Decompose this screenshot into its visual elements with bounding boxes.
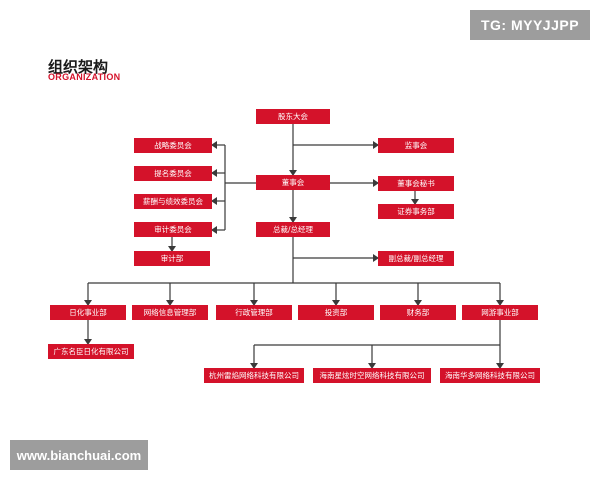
arrow-to-audit-committee — [211, 226, 217, 234]
arrow-to-audit-dept — [168, 246, 176, 252]
arrow-to-daily-chem — [84, 300, 92, 306]
node-vp: 副总裁/副总经理 — [378, 251, 454, 266]
node-hangzhou-company: 杭州雷焰网络科技有限公司 — [204, 368, 304, 383]
arrow-to-vp — [373, 254, 379, 262]
node-network-info-dept: 网络信息管理部 — [132, 305, 208, 320]
arrow-to-compensation — [211, 197, 217, 205]
arrow-to-securities — [411, 199, 419, 205]
node-online-games-division: 网游事业部 — [462, 305, 538, 320]
node-audit-committee: 审计委员会 — [134, 222, 212, 237]
node-ceo: 总裁/总经理 — [256, 222, 330, 237]
node-investment-dept: 投资部 — [298, 305, 374, 320]
arrow-to-hangzhou — [250, 363, 258, 369]
node-supervisors: 监事会 — [378, 138, 454, 153]
arrow-to-board — [289, 170, 297, 176]
node-nomination-committee: 提名委员会 — [134, 166, 212, 181]
node-hainan-huaduo-company: 海南华多网络科技有限公司 — [440, 368, 540, 383]
arrow-to-investment — [332, 300, 340, 306]
arrow-to-admin — [250, 300, 258, 306]
node-board-secretary: 董事会秘书 — [378, 176, 454, 191]
node-hainan-xingxian-company: 海南星炫时空网络科技有限公司 — [313, 368, 431, 383]
watermark-top: TG: MYYJJPP — [470, 10, 590, 40]
node-compensation-committee: 薪酬与绩效委员会 — [134, 194, 212, 209]
node-finance-dept: 财务部 — [380, 305, 456, 320]
arrow-to-board-secretary — [373, 179, 379, 187]
arrow-to-hainan-huaduo — [496, 363, 504, 369]
page-subtitle: ORGANIZATION — [48, 72, 121, 82]
node-securities: 证券事务部 — [378, 204, 454, 219]
arrow-to-hainan-xingxian — [368, 363, 376, 369]
arrow-to-online-games — [496, 300, 504, 306]
node-strategy-committee: 战略委员会 — [134, 138, 212, 153]
arrow-to-supervisors — [373, 141, 379, 149]
node-board: 董事会 — [256, 175, 330, 190]
node-shareholders: 股东大会 — [256, 109, 330, 124]
page-title: 组织架构 — [48, 58, 109, 76]
arrow-to-nomination — [211, 169, 217, 177]
watermark-bottom: www.bianchuai.com — [10, 440, 148, 470]
node-admin-dept: 行政管理部 — [216, 305, 292, 320]
node-daily-chem-division: 日化事业部 — [50, 305, 126, 320]
arrow-to-strategy — [211, 141, 217, 149]
arrow-to-network-info — [166, 300, 174, 306]
arrow-to-guangdong — [84, 339, 92, 345]
node-audit-dept: 审计部 — [134, 251, 210, 266]
arrow-to-finance — [414, 300, 422, 306]
arrow-to-ceo — [289, 217, 297, 223]
node-guangdong-company: 广东名臣日化有限公司 — [48, 344, 134, 359]
